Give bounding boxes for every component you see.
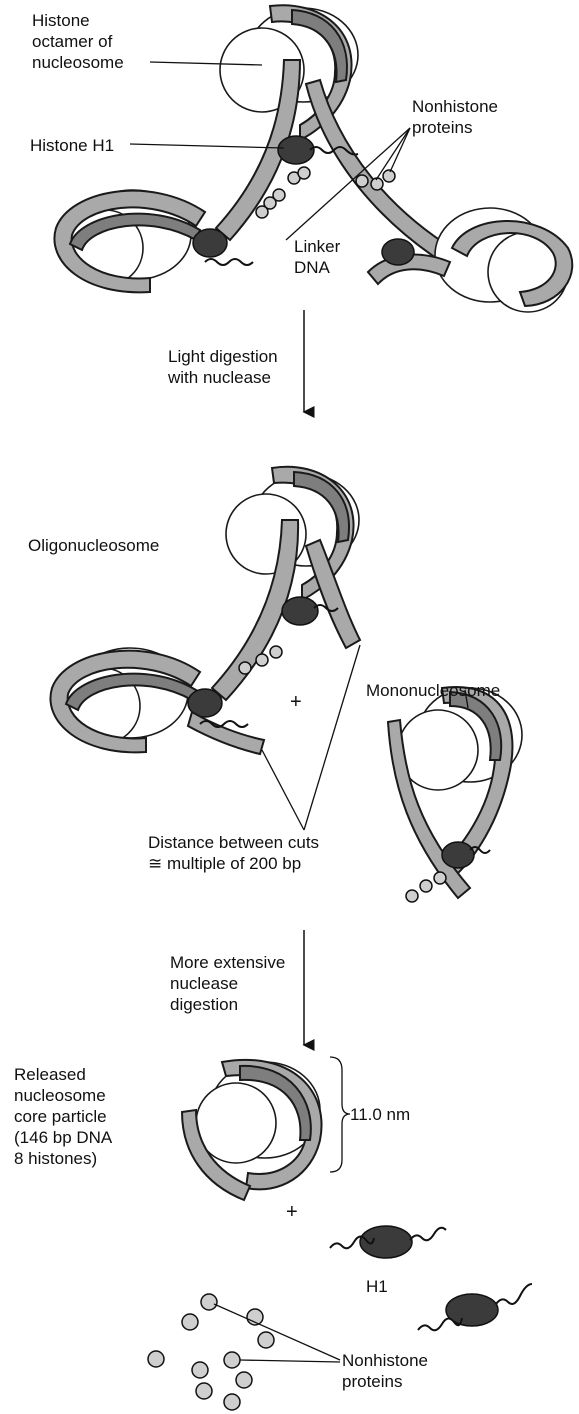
label-step-light-digestion: Light digestion with nuclease bbox=[168, 346, 278, 388]
label-plus-2: + bbox=[286, 1202, 298, 1223]
label-step-extensive-digestion: More extensive nuclease digestion bbox=[170, 952, 285, 1015]
label-nonhistone-top: Nonhistone proteins bbox=[412, 96, 498, 138]
mononucleosome-drawing bbox=[388, 687, 522, 902]
label-nonhistone-bottom: Nonhistone proteins bbox=[342, 1350, 428, 1392]
core-particle bbox=[182, 1060, 322, 1200]
left-nucleosome bbox=[54, 190, 205, 292]
label-histone-h1: Histone H1 bbox=[30, 135, 114, 156]
histone-h1-top bbox=[278, 136, 314, 164]
label-h1: H1 bbox=[366, 1276, 388, 1297]
label-core-particle: Released nucleosome core particle (146 b… bbox=[14, 1064, 112, 1169]
label-histone-octamer: Histone octamer of nucleosome bbox=[32, 10, 162, 73]
released-h1 bbox=[330, 1226, 532, 1330]
label-distance-between-cuts: Distance between cuts ≅ multiple of 200 … bbox=[148, 832, 319, 874]
oligo-left-nucleosome bbox=[50, 648, 200, 752]
label-size-11nm: 11.0 nm bbox=[350, 1104, 410, 1125]
label-linker-dna: Linker DNA bbox=[294, 236, 340, 278]
label-oligonucleosome: Oligonucleosome bbox=[28, 535, 159, 556]
released-nonhistone-proteins bbox=[148, 1294, 274, 1410]
label-mononucleosome: Mononucleosome bbox=[366, 680, 500, 701]
oligonucleosome bbox=[50, 467, 360, 754]
label-plus-1: + bbox=[290, 692, 302, 713]
